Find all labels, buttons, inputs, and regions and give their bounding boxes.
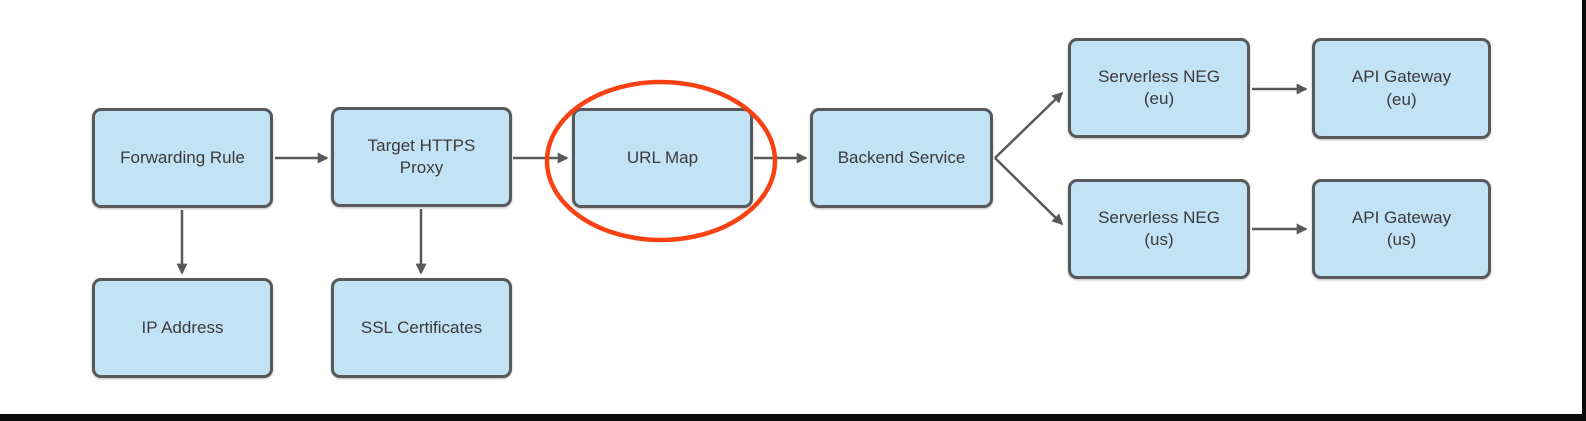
node-ip-address-label: IP Address xyxy=(141,317,224,337)
node-api-gateway-eu: API Gateway (eu) xyxy=(1312,38,1491,139)
node-api-gateway-eu-label: API Gateway (eu) xyxy=(1351,67,1452,109)
arrow-backend-service-to-serverless-neg-eu xyxy=(994,91,1064,159)
right-edge-line xyxy=(1582,0,1586,421)
node-forwarding-rule-label: Forwarding Rule xyxy=(120,147,245,167)
node-serverless-neg-eu-label: Serverless NEG (eu) xyxy=(1098,66,1220,108)
node-backend-service: Backend Service xyxy=(810,108,993,208)
node-ip-address: IP Address xyxy=(92,278,273,378)
node-ssl-certificates-label: SSL Certificates xyxy=(360,317,483,337)
node-url-map-label: URL Map xyxy=(626,147,699,167)
node-ssl-certificates: SSL Certificates xyxy=(331,278,512,378)
node-serverless-neg-us-label: Serverless NEG (us) xyxy=(1098,207,1220,249)
node-target-https-proxy-label: Target HTTPS Proxy xyxy=(367,135,476,177)
node-api-gateway-us-label: API Gateway (us) xyxy=(1351,207,1452,249)
arrow-backend-service-to-serverless-neg-us xyxy=(994,157,1064,226)
node-forwarding-rule: Forwarding Rule xyxy=(92,108,273,208)
bottom-edge-line xyxy=(0,414,1586,421)
node-serverless-neg-eu: Serverless NEG (eu) xyxy=(1068,38,1250,138)
node-serverless-neg-us: Serverless NEG (us) xyxy=(1068,179,1250,279)
node-api-gateway-us: API Gateway (us) xyxy=(1312,179,1491,279)
node-target-https-proxy: Target HTTPS Proxy xyxy=(331,107,512,207)
node-url-map: URL Map xyxy=(572,108,753,208)
node-backend-service-label: Backend Service xyxy=(837,147,966,167)
